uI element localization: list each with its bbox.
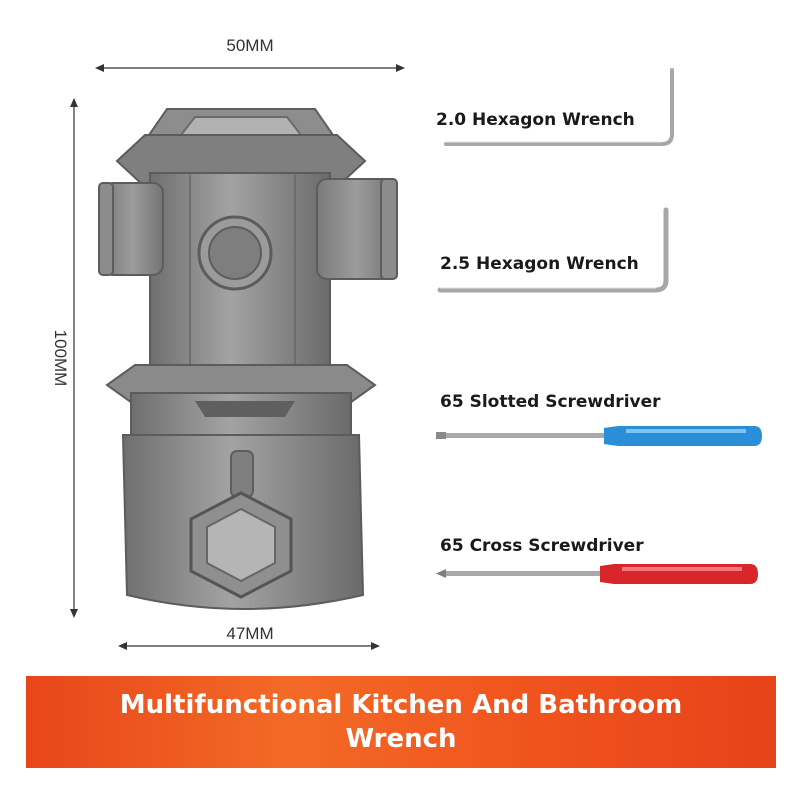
tool-label-cross-screwdriver: 65 Cross Screwdriver [440, 536, 644, 556]
banner-title: Multifunctional Kitchen And Bathroom Wre… [119, 690, 683, 754]
width-dimension-arrow [95, 64, 405, 72]
tool-label-slotted-screwdriver: 65 Slotted Screwdriver [440, 392, 661, 412]
width-dimension-label: 50MM [226, 36, 274, 55]
base-dimension-arrow [118, 642, 380, 650]
slotted-screwdriver-icon [436, 426, 762, 446]
height-dimension-label: 100MM [51, 329, 70, 387]
cross-screwdriver-icon [436, 564, 758, 584]
hex-key-icon [437, 207, 669, 293]
tool-label-hex-wrench-2-5: 2.5 Hexagon Wrench [440, 254, 639, 274]
tool-label-hex-wrench-2-0: 2.0 Hexagon Wrench [436, 110, 635, 130]
hex-key-icon [444, 68, 674, 146]
wrench-product-image [98, 108, 398, 610]
title-banner: Multifunctional Kitchen And Bathroom Wre… [26, 676, 776, 768]
height-dimension-arrow [70, 98, 78, 618]
base-dimension-label: 47MM [226, 624, 274, 643]
